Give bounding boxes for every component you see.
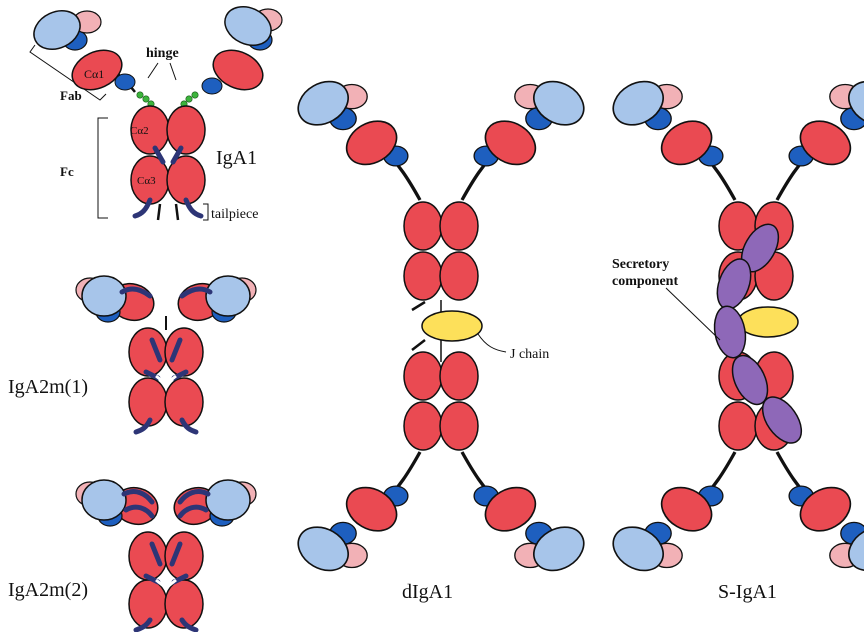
ca3-label: Cα3 (137, 175, 156, 187)
j-chain-label: J chain (510, 347, 549, 362)
j-chain (422, 311, 482, 341)
iga2m2-molecule: IgA2m(2) (8, 480, 256, 630)
iga2m1-title: IgA2m(1) (8, 376, 88, 398)
diga1-title: dIgA1 (402, 581, 453, 603)
ca1-label: Cα1 (84, 67, 104, 81)
j-chain-secretory (738, 307, 798, 337)
iga1-molecule: Fab Fc hinge Cα1 Cα2 Cα3 tailpiece IgA1 (28, 0, 282, 222)
ca2-label: Cα2 (130, 125, 149, 137)
siga1-molecule: Secretory component S-IgA1 (605, 73, 864, 603)
fc-label: Fc (60, 164, 74, 179)
iga1-title: IgA1 (216, 147, 257, 169)
fc-bracket (98, 118, 108, 218)
diga1-molecule: J chain dIgA1 (290, 73, 591, 603)
iga2m2-title: IgA2m(2) (8, 579, 88, 601)
hinge-label: hinge (146, 46, 179, 61)
siga1-title: S-IgA1 (718, 581, 777, 603)
secretory-label-1: Secretory (612, 257, 669, 272)
iga2m1-molecule: IgA2m(1) (8, 276, 256, 432)
fab-label: Fab (60, 88, 82, 103)
secretory-label-2: component (612, 274, 678, 289)
tailpiece-label: tailpiece (211, 207, 258, 222)
